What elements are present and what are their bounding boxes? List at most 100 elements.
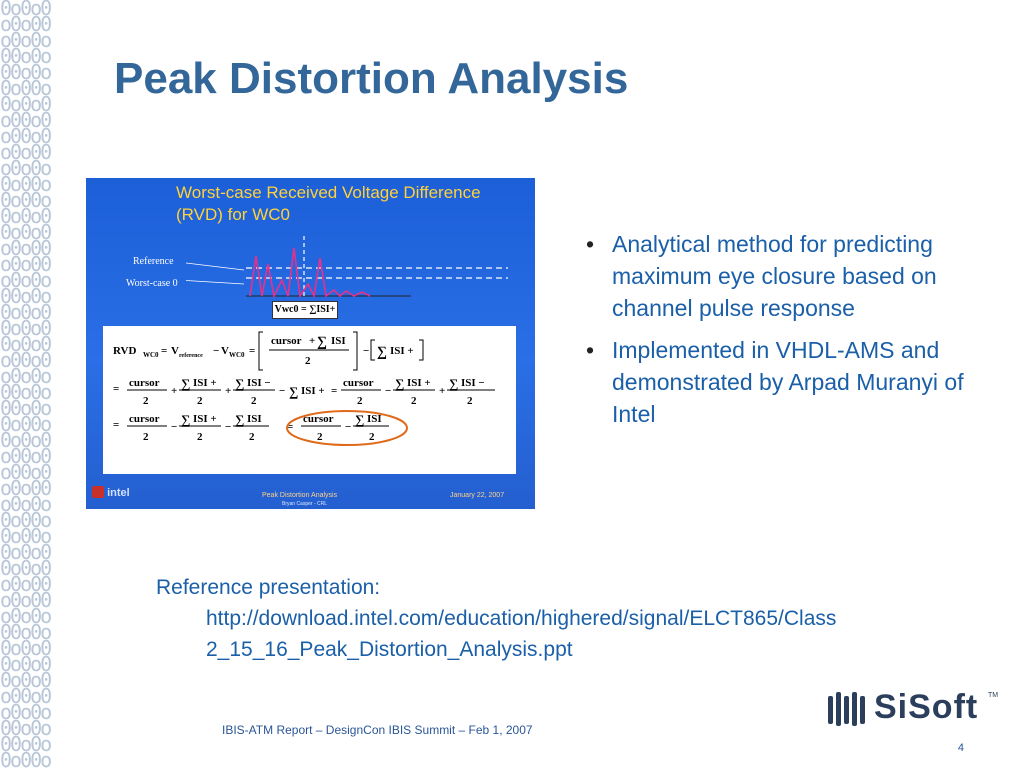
minus-1: − — [213, 345, 219, 357]
r2-plus-2: + — [225, 385, 231, 397]
r3-cursor: cursor — [129, 413, 160, 425]
bracket2-left — [370, 339, 375, 361]
r2-isi-minus-2: ISI − — [461, 377, 485, 389]
r2-cursor-2: cursor — [343, 377, 374, 389]
isi-1: ISI — [331, 335, 346, 347]
v-wc: V — [221, 345, 229, 357]
r3-eq-2: = — [287, 421, 293, 433]
embedded-slide-title: Worst-case Received Voltage Difference (… — [176, 183, 481, 224]
r2-isi-plus-2: ISI + — [301, 385, 325, 397]
r2-sigma-4: ∑ — [395, 376, 404, 391]
minus-2: − — [363, 345, 369, 357]
trademark: TM — [988, 692, 999, 699]
r3-minus-3: − — [345, 421, 351, 433]
r2-isi-plus: ISI + — [193, 377, 217, 389]
worst-case-pointer — [186, 280, 245, 285]
r2-isi-minus: ISI − — [247, 377, 271, 389]
r2-minus: − — [279, 385, 285, 397]
bullet-list: • Analytical method for predicting maxim… — [584, 228, 984, 440]
r2-eq: = — [113, 383, 119, 395]
bracket-left — [258, 331, 263, 371]
slide-title: Peak Distortion Analysis — [114, 54, 629, 103]
bracket-right — [353, 331, 358, 371]
r3-two-2: 2 — [197, 431, 203, 443]
pulse-response-plot — [186, 236, 508, 298]
reference-block: Reference presentation: http://download.… — [156, 572, 846, 665]
r2-sigma-2: ∑ — [235, 376, 244, 391]
sisoft-wordmark: SiSoft — [874, 688, 979, 726]
r2-two-5: 2 — [411, 395, 417, 407]
rvd-sub: WC0 — [143, 351, 159, 359]
pulse-waveform — [249, 247, 371, 298]
vwc-formula: Vwc0 = ∑ISI+ — [272, 301, 338, 319]
reference-link[interactable]: http://download.intel.com/education/high… — [206, 607, 837, 661]
plus-1: + — [309, 335, 315, 347]
eq-sign-1: = — [161, 345, 167, 357]
r2-eq-2: = — [331, 385, 337, 397]
page-number: 4 — [957, 742, 964, 754]
r3-two-4: 2 — [317, 431, 323, 443]
r2-plus-1: + — [171, 385, 177, 397]
r2-two-3: 2 — [251, 395, 257, 407]
reference-label: Reference presentation: — [156, 576, 381, 599]
r3-cursor-2: cursor — [303, 413, 334, 425]
worst-case-label: Worst-case 0 — [126, 278, 178, 289]
binary-decoration: 0o0o0o0o00o0o0o00o0o00o0o0o00o0o0o0o00o0… — [0, 0, 52, 768]
embedded-footer-title: Peak Distortion Analysis — [262, 492, 338, 499]
r2-two-6: 2 — [467, 395, 473, 407]
r3-isi-plus: ISI + — [193, 413, 217, 425]
bullet-text: Implemented in VHDL-AMS and demonstrated… — [612, 337, 964, 427]
r2-sigma-5: ∑ — [449, 376, 458, 391]
reference-label: Reference — [133, 256, 174, 267]
cursor-num: cursor — [271, 335, 302, 347]
r2-cursor: cursor — [129, 377, 160, 389]
r2-plus-3: + — [439, 385, 445, 397]
bullet-item: • Implemented in VHDL-AMS and demonstrat… — [584, 334, 984, 430]
intel-badge-icon — [92, 486, 104, 498]
r2-minus-2: − — [385, 385, 391, 397]
r3-eq: = — [113, 419, 119, 431]
equation-row-3: = cursor 2 − ∑ ISI + 2 − ∑ ISI 2 = curso… — [113, 410, 408, 446]
reference-pointer — [186, 262, 245, 271]
sisoft-mark-icon — [828, 692, 865, 726]
vwc-sub: WC0 — [229, 351, 245, 359]
sisoft-logo: SiSoft TM — [826, 688, 998, 735]
bullet-item: • Analytical method for predicting maxim… — [584, 228, 984, 324]
sigma-1: ∑ — [317, 335, 327, 350]
bullet-dot: • — [586, 337, 595, 363]
sigma-2: ∑ — [377, 345, 387, 360]
rvd-equation-panel: RVD WC0 = V reference − V WC0 = cursor +… — [103, 326, 516, 474]
eq-sign-2: = — [249, 345, 255, 357]
embedded-slide-image: Worst-case Received Voltage Difference (… — [86, 178, 535, 509]
r3-sigma-2: ∑ — [235, 412, 244, 427]
embedded-footer-date: January 22, 2007 — [450, 492, 505, 499]
r3-two-5: 2 — [369, 431, 375, 443]
rvd-equations: RVD WC0 = V reference − V WC0 = cursor +… — [113, 331, 495, 446]
r3-two-3: 2 — [249, 431, 255, 443]
equation-row-2: = cursor 2 + ∑ ISI + 2 + ∑ ISI − 2 − ∑ I… — [113, 376, 495, 407]
r3-minus-1: − — [171, 421, 177, 433]
r2-sigma-3: ∑ — [289, 384, 298, 399]
ref-sub: reference — [179, 353, 203, 359]
r2-two-4: 2 — [357, 395, 363, 407]
two-1: 2 — [305, 355, 311, 367]
isi-plus-1: ISI + — [390, 345, 414, 357]
r3-sigma-1: ∑ — [181, 412, 190, 427]
r2-sigma-1: ∑ — [181, 376, 190, 391]
intel-logo-text: intel — [107, 487, 130, 499]
bullet-dot: • — [586, 231, 595, 257]
r3-two-1: 2 — [143, 431, 149, 443]
r3-minus-2: − — [225, 421, 231, 433]
r3-sigma-3: ∑ — [355, 412, 364, 427]
r3-isi-2: ISI — [367, 413, 382, 425]
rvd-lhs: RVD — [113, 345, 137, 357]
bullet-text: Analytical method for predicting maximum… — [612, 231, 937, 321]
v-ref: V — [171, 345, 179, 357]
embedded-footer-author: Bryan Casper - CRL — [282, 501, 328, 507]
slide-footer: IBIS-ATM Report – DesignCon IBIS Summit … — [222, 723, 533, 737]
bracket2-right — [419, 339, 424, 361]
intel-logo: intel — [92, 486, 130, 499]
highlight-ellipse — [286, 410, 408, 446]
r2-two-2: 2 — [197, 395, 203, 407]
r2-isi-plus-3: ISI + — [407, 377, 431, 389]
